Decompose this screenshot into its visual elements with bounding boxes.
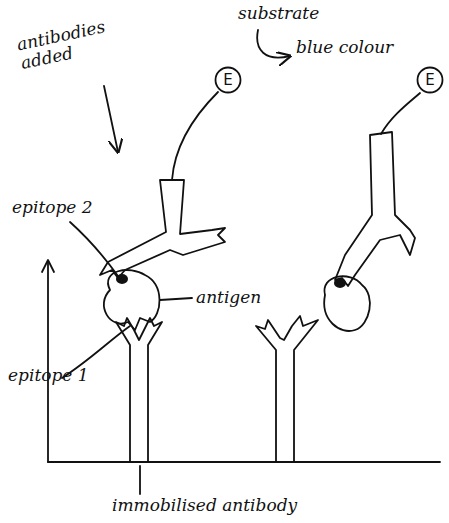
enzyme-label: E (214, 66, 242, 94)
plate-surface (48, 461, 440, 463)
enzyme-circle: E (214, 66, 242, 94)
reaction-arrow (257, 30, 290, 58)
leader-arrow (104, 86, 118, 152)
annotation-label: antigen (196, 288, 286, 307)
immobilised-antibody (116, 318, 162, 462)
leader-line (70, 222, 118, 276)
enzyme-link (381, 93, 420, 134)
leader-line (139, 466, 141, 494)
enzyme-link (172, 92, 218, 180)
annotation-label: immobilised antibody (112, 496, 342, 515)
enzyme-label: E (416, 66, 444, 94)
annotation-label: epitope 2 (12, 198, 112, 217)
plate-wall-tip (42, 260, 54, 272)
annotation-label: substrate (238, 4, 358, 23)
leader-line (160, 298, 192, 300)
plate-wall (47, 262, 49, 462)
detection-antibody (100, 180, 225, 278)
detection-antibody (335, 132, 415, 286)
epitope-mark (334, 278, 346, 288)
annotation-label: antibodies added (15, 13, 130, 73)
enzyme-circle: E (416, 66, 444, 94)
annotation-label: blue colour (296, 38, 426, 57)
immobilised-antibody (256, 316, 318, 462)
antigen-shape (104, 270, 160, 330)
epitope-mark (116, 274, 128, 284)
annotation-label: epitope 1 (8, 366, 108, 385)
